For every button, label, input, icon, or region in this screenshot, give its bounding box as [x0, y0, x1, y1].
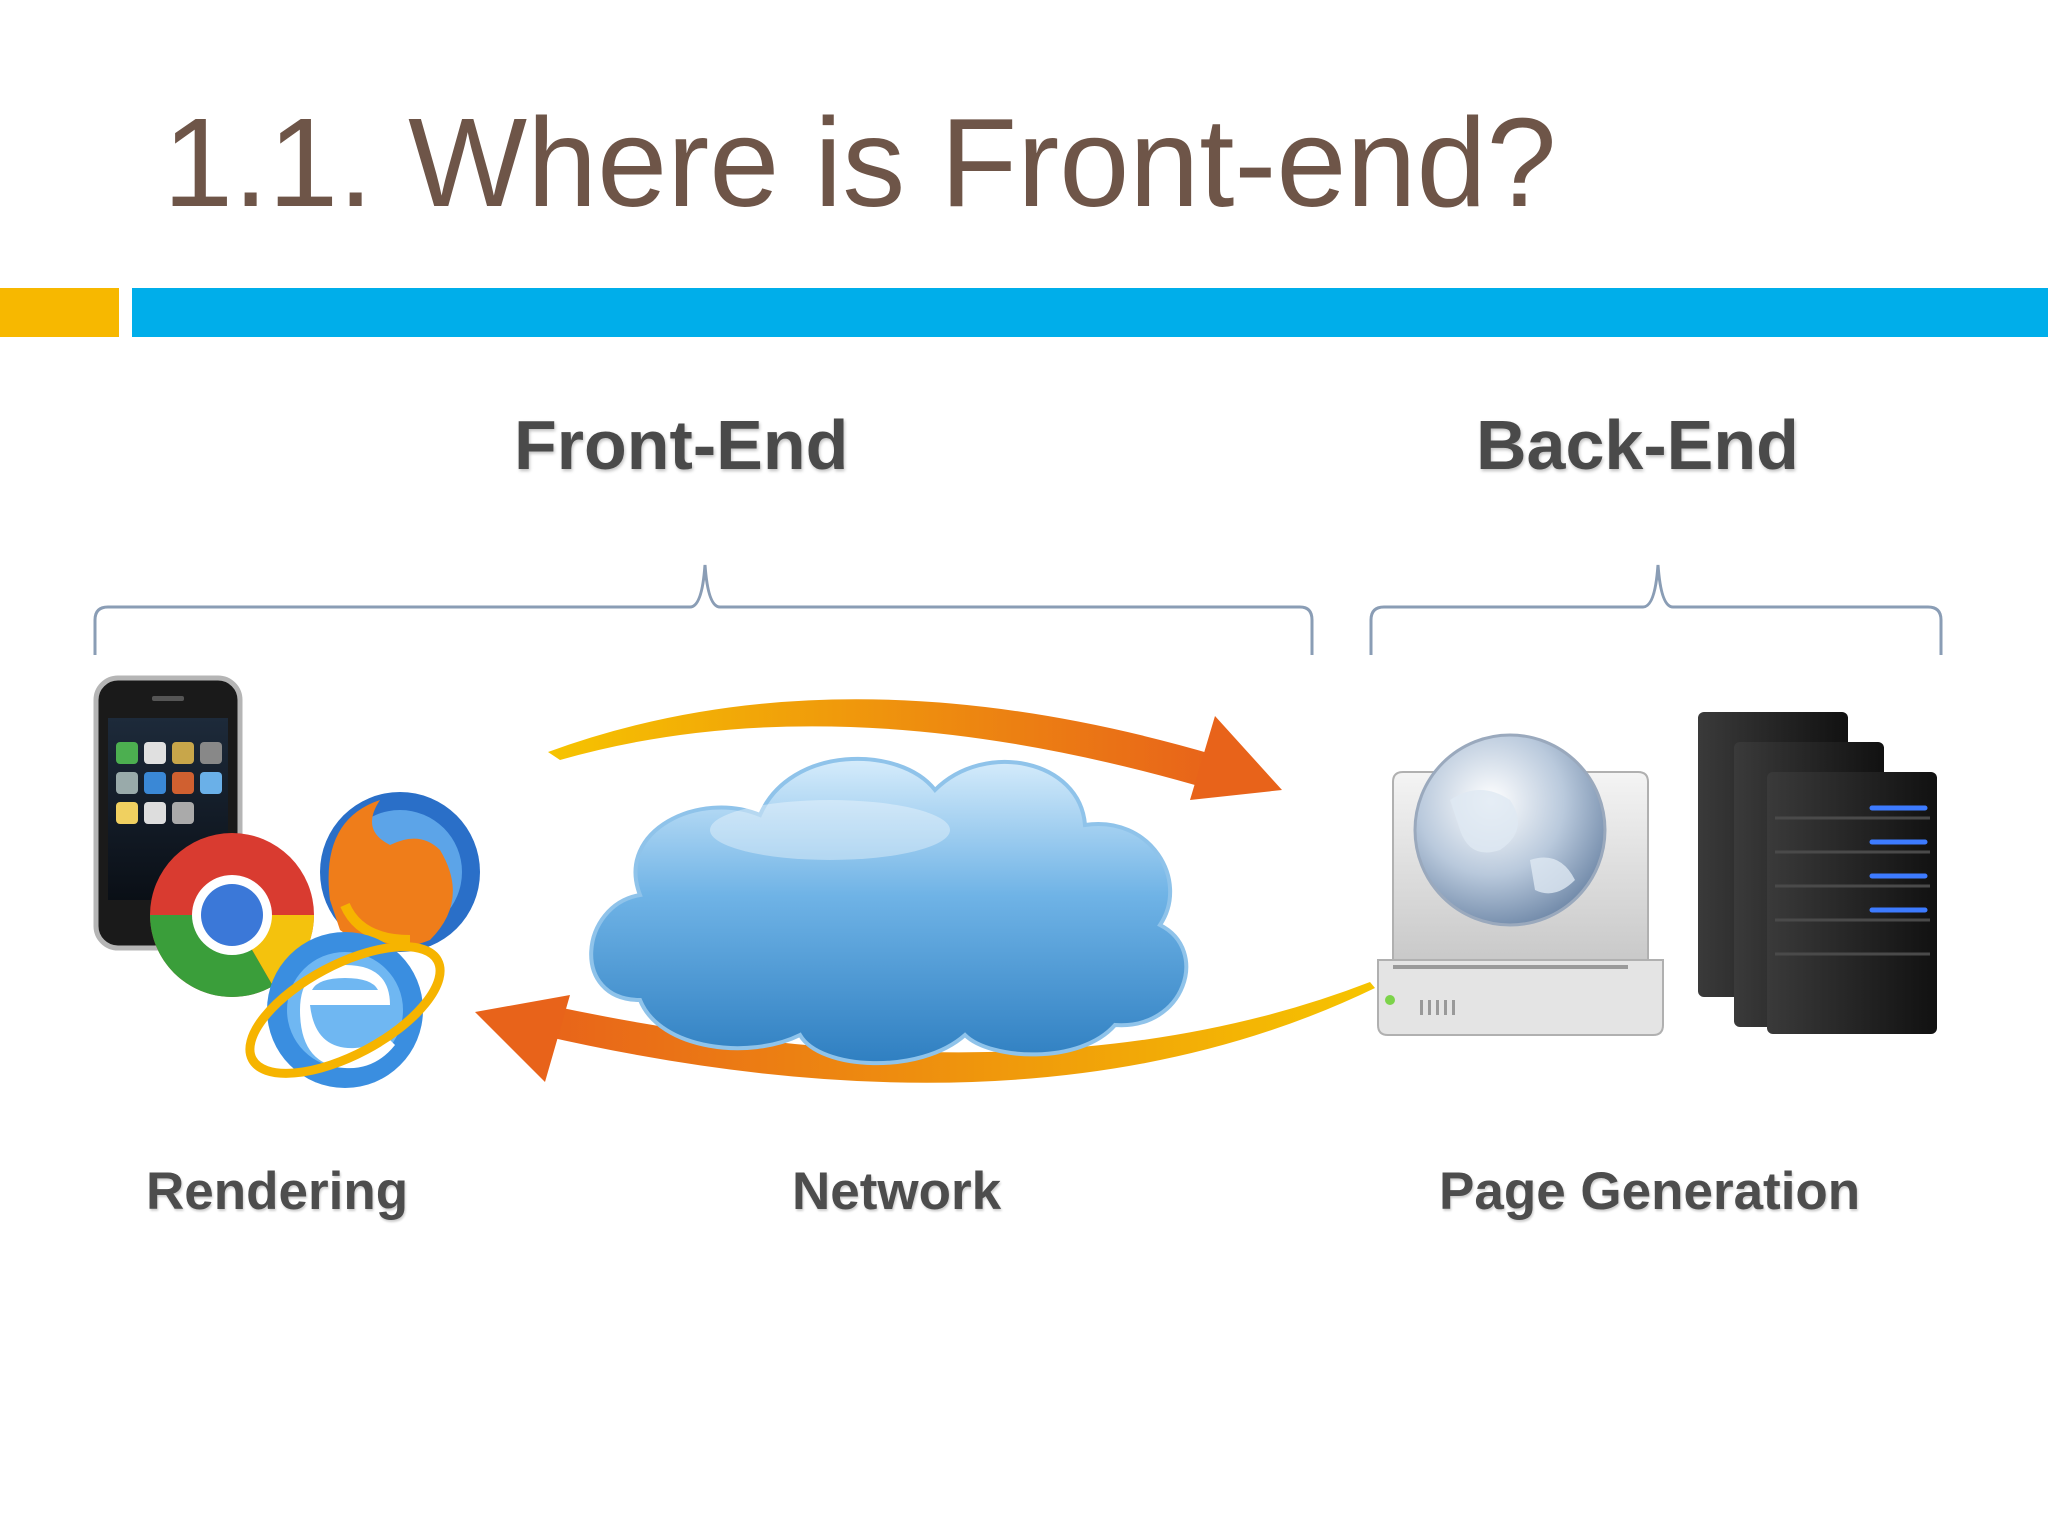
response-arrow: [475, 982, 1375, 1083]
rendering-caption: Rendering: [146, 1162, 409, 1221]
internet-explorer-icon: [245, 932, 445, 1088]
request-arrow: [548, 699, 1282, 800]
architecture-diagram: [93, 564, 1943, 1088]
firefox-browser-icon: [320, 792, 480, 952]
slide-title: 1.1. Where is Front-end?: [163, 92, 1557, 233]
cloud-icon: [589, 756, 1189, 1066]
web-server-globe-icon: [1377, 733, 1664, 1036]
network-caption: Network: [792, 1162, 1002, 1221]
back-end-heading: Back-End: [1476, 406, 1799, 484]
accent-bar-orange: [0, 288, 119, 337]
front-end-heading: Front-End: [514, 406, 849, 484]
back-end-bracket: [1369, 564, 1943, 655]
front-end-bracket: [93, 564, 1314, 655]
server-rack-icon: [1698, 712, 1937, 1034]
accent-bar-blue: [132, 288, 2048, 337]
page-generation-caption: Page Generation: [1439, 1162, 1861, 1221]
